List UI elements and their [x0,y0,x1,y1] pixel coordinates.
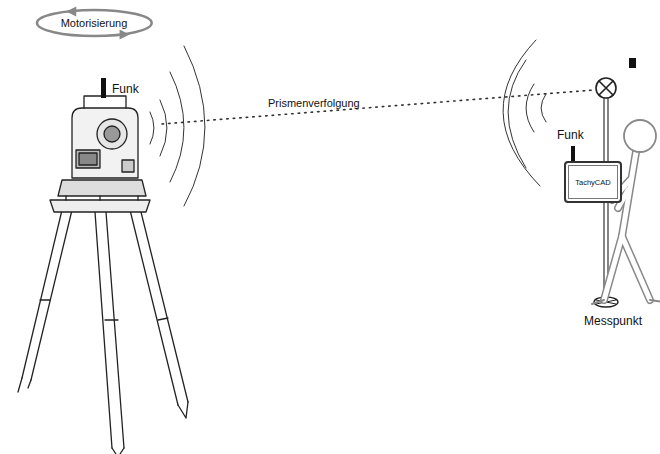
antenna [571,146,575,162]
point-label: Messpunkt [584,314,642,328]
node-label: Motorisierung [61,17,128,29]
tripod [18,200,188,454]
arrowhead [66,6,76,16]
radio-label: Funk [112,82,139,96]
person-head [624,120,656,152]
total-station [58,78,146,200]
arrowhead [119,30,129,40]
tracking-line [162,90,594,124]
radio-waves [150,46,205,206]
radio-waves [503,40,546,186]
antenna [101,78,106,98]
tablet-screen: TachyCAD [564,161,622,203]
app-name: TachyCAD [575,178,610,187]
link-label: Prismenverfolgung [268,97,360,109]
motor-ellipse: Motorisierung [35,8,154,38]
radio-label: Funk [557,128,584,142]
ellipse-outline [37,10,152,36]
